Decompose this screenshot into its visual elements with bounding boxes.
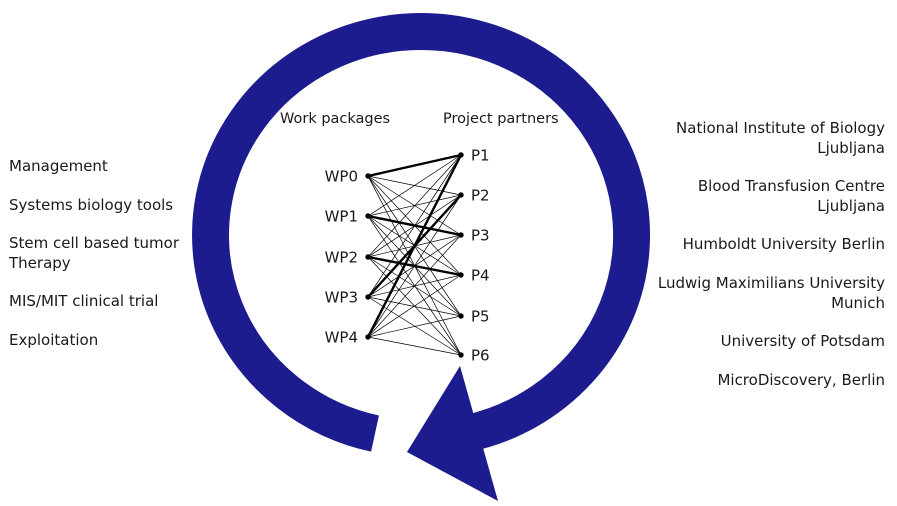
partner-name-university-of-potsdam: University of Potsdam: [721, 331, 885, 351]
emphasized-link-line: [366, 214, 463, 237]
work-package-name-line: Exploitation: [9, 331, 99, 349]
partner-name-blood-transfusion-centre: Blood Transfusion Centre Ljubljana: [698, 176, 885, 216]
project-partners-heading: Project partners: [443, 111, 559, 127]
partner-node-dot: [458, 192, 464, 198]
partner-node-label: P1: [471, 147, 490, 165]
work-package-node-label: WP1: [325, 208, 358, 226]
work-package-node-label: WP4: [325, 329, 358, 347]
cycle-arrow-ring: [192, 13, 650, 452]
work-package-name-systems-biology-tools: Systems biology tools: [9, 195, 173, 215]
work-package-node-dot: [365, 294, 371, 300]
partner-node-dot: [458, 152, 464, 158]
work-packages-heading: Work packages: [280, 111, 390, 127]
partner-node-label: P6: [471, 347, 490, 365]
work-package-name-stem-cell-therapy: Stem cell based tumor Therapy: [9, 233, 179, 273]
cycle-arrow-head: [407, 366, 498, 501]
work-package-node-label: WP2: [325, 249, 358, 267]
partner-name-lmu-munich: Ludwig Maximilians University Munich: [658, 273, 885, 313]
link-line: [367, 315, 462, 338]
work-package-name-clinical-trial: MIS/MIT clinical trial: [9, 291, 158, 311]
partner-node-dot: [458, 232, 464, 238]
work-package-name-line: Management: [9, 157, 108, 175]
partner-name-microdiscovery: MicroDiscovery, Berlin: [717, 370, 885, 390]
work-package-name-line: Systems biology tools: [9, 196, 174, 214]
partner-name-line: Humboldt University Berlin: [682, 235, 885, 253]
work-package-node-dot: [365, 334, 371, 340]
work-package-name-line: MIS/MIT clinical trial: [9, 292, 159, 310]
work-package-name-management: Management: [9, 156, 108, 176]
partner-node-dot: [458, 313, 464, 319]
partner-node-label: P5: [471, 308, 490, 326]
partner-node-label: P3: [471, 227, 490, 245]
work-package-node-label: WP3: [325, 289, 358, 307]
link-line: [367, 234, 462, 338]
partner-name-line: National Institute of Biology: [676, 119, 885, 137]
emphasized-link-line: [366, 153, 463, 339]
work-package-node-dot: [365, 173, 371, 179]
partner-name-humboldt-university: Humboldt University Berlin: [683, 234, 885, 254]
link-line: [367, 154, 462, 258]
partner-name-line: MicroDiscovery, Berlin: [717, 371, 885, 389]
partner-name-line: Ljubljana: [817, 197, 885, 215]
partner-name-line: Ludwig Maximilians University: [657, 274, 885, 292]
link-line: [367, 296, 462, 317]
work-package-name-line: Therapy: [9, 254, 71, 272]
partner-name-line: Munich: [831, 294, 885, 312]
link-line: [367, 336, 462, 356]
work-package-name-line: Stem cell based tumor: [9, 234, 179, 252]
link-line: [367, 154, 462, 217]
work-package-node-dot: [365, 254, 371, 260]
partner-name-line: Ljubljana: [817, 139, 885, 157]
node-dots: [365, 152, 464, 358]
work-package-node-label: WP0: [325, 168, 358, 186]
partner-node-label: P2: [471, 187, 490, 205]
emphasized-link-line: [366, 153, 463, 178]
partner-node-dot: [458, 272, 464, 278]
emphasized-link-line: [366, 255, 463, 277]
work-package-name-exploitation: Exploitation: [9, 330, 98, 350]
emphasized-links: [366, 153, 463, 339]
partner-node-label: P4: [471, 267, 490, 285]
partner-name-line: University of Potsdam: [720, 332, 885, 350]
partner-name-nib-ljubljana: National Institute of Biology Ljubljana: [676, 118, 885, 158]
link-line: [367, 274, 462, 338]
work-package-node-dot: [365, 213, 371, 219]
all-links: [367, 154, 462, 356]
partner-node-dot: [458, 352, 464, 358]
partner-name-line: Blood Transfusion Centre: [697, 177, 885, 195]
